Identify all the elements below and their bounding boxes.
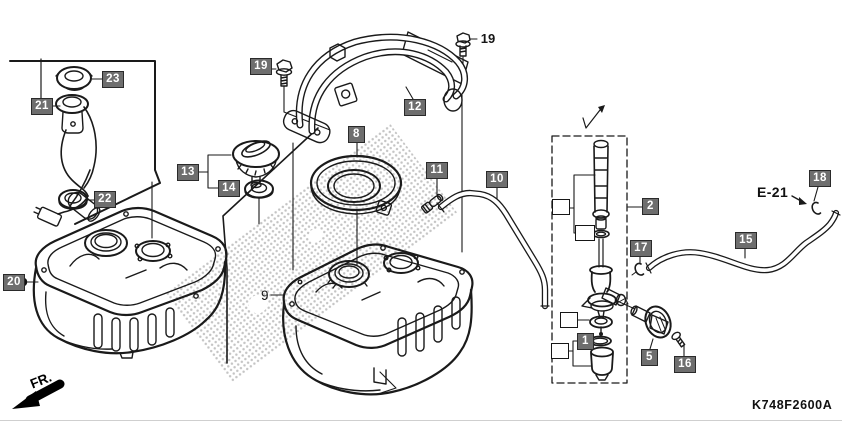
fuel-cap-drawing <box>232 140 280 189</box>
part-label-20[interactable]: 20 <box>3 274 25 291</box>
part-label-21[interactable]: 21 <box>31 98 53 115</box>
tank-stay-drawing <box>282 31 469 144</box>
tube-clip-18-drawing <box>811 201 822 215</box>
part-label-15[interactable]: 15 <box>735 232 757 249</box>
fuel-tank-center-drawing <box>282 243 474 396</box>
part-label-23[interactable]: 23 <box>102 71 124 88</box>
part-label-empty[interactable] <box>551 343 569 359</box>
fuel-tank-left-drawing <box>32 206 228 359</box>
part-label-5[interactable]: 5 <box>641 349 658 366</box>
part-label-19[interactable]: 19 <box>250 58 272 75</box>
leader-lines <box>20 38 819 367</box>
part-label-13[interactable]: 13 <box>177 164 199 181</box>
e21-arrow <box>791 195 807 205</box>
cap-ring-drawing <box>55 66 93 91</box>
tank-cover-ring-drawing <box>309 154 403 216</box>
flange-bolt-right-drawing <box>455 32 471 57</box>
part-label-16[interactable]: 16 <box>674 356 696 373</box>
part-label-11[interactable]: 11 <box>426 162 448 179</box>
valve-knob-drawing <box>614 299 672 339</box>
part-label-empty[interactable] <box>560 312 578 328</box>
part-label-10[interactable]: 10 <box>486 171 508 188</box>
part-label-17[interactable]: 17 <box>630 240 652 257</box>
part-label-12[interactable]: 12 <box>404 99 426 116</box>
diagram-code: K748F2600A <box>752 398 833 412</box>
part-label-empty[interactable] <box>552 199 570 215</box>
part-label-9[interactable]: 9 <box>260 288 269 303</box>
part-label-empty[interactable] <box>575 225 595 241</box>
part-label-22[interactable]: 22 <box>94 191 116 208</box>
grommet-drawing <box>58 189 88 210</box>
fuel-tube-15-drawing <box>645 209 841 274</box>
knob-screw-drawing <box>671 331 686 348</box>
part-label-1[interactable]: 1 <box>577 333 594 350</box>
cap-gasket-drawing <box>244 179 274 199</box>
part-label-8[interactable]: 8 <box>348 126 365 143</box>
part-label-14[interactable]: 14 <box>218 180 240 197</box>
part-label-2[interactable]: 2 <box>642 198 659 215</box>
front-direction-arrow <box>12 379 65 409</box>
flange-bolt-left-drawing <box>275 59 293 87</box>
part-label-18[interactable]: 18 <box>809 170 831 187</box>
fuel-tube-10-drawing <box>436 189 550 310</box>
engine-ref-label[interactable]: E-21 <box>757 184 789 200</box>
part-label-19[interactable]: 19 <box>480 31 496 46</box>
fuel-joint-drawing <box>420 193 444 214</box>
tube-clip-17-drawing <box>631 262 645 276</box>
fuel-valve-assembly-drawing <box>551 105 629 384</box>
